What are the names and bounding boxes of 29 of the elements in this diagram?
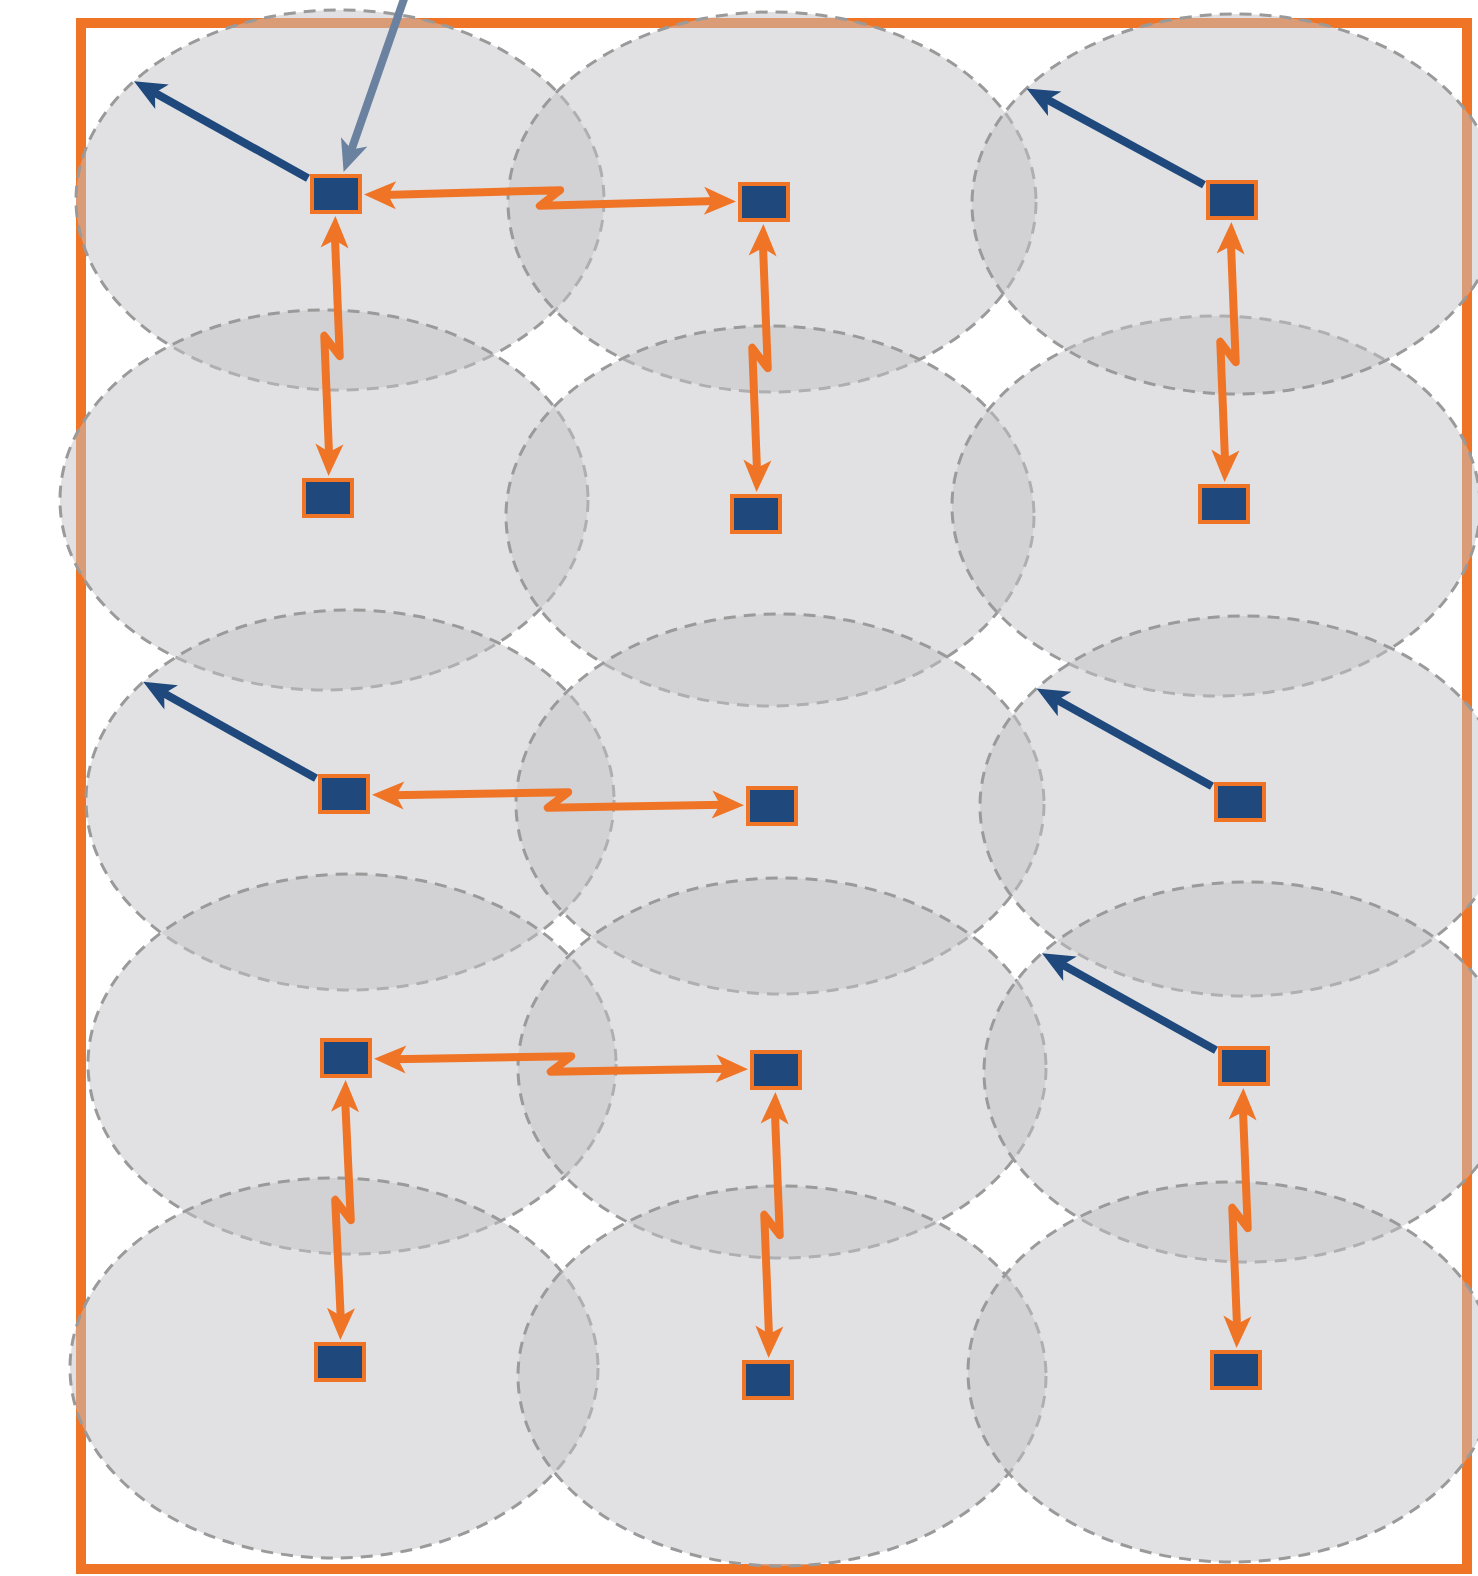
sensor-node [314, 1342, 366, 1382]
arrow [143, 681, 318, 782]
arrow [1026, 88, 1206, 189]
sensor-node [746, 786, 798, 826]
arrow [1036, 688, 1214, 790]
link-arrow [374, 1045, 748, 1083]
link-arrow [755, 1092, 789, 1358]
arrow [1042, 953, 1218, 1054]
sensor-node [1214, 782, 1266, 822]
link-arrow [364, 181, 736, 215]
arrow [134, 81, 310, 182]
sensor-node [318, 774, 370, 814]
sensor-node [738, 182, 790, 222]
sensor-node [742, 1360, 794, 1400]
sensor-node [1210, 1350, 1262, 1390]
sensor-node [302, 478, 354, 518]
link-arrow [315, 216, 349, 476]
sensor-node [1206, 180, 1258, 220]
link-arrow [1211, 222, 1245, 482]
link-arrow [743, 224, 777, 492]
link-arrow [1223, 1088, 1257, 1348]
link-arrow [372, 781, 744, 819]
sensor-node [750, 1050, 802, 1090]
link-arrow [327, 1080, 359, 1340]
sensor-node [320, 1038, 372, 1078]
sensor-node [730, 494, 782, 534]
sensor-node [1218, 1046, 1270, 1086]
sensor-node [1198, 484, 1250, 524]
sensor-node [310, 174, 362, 214]
